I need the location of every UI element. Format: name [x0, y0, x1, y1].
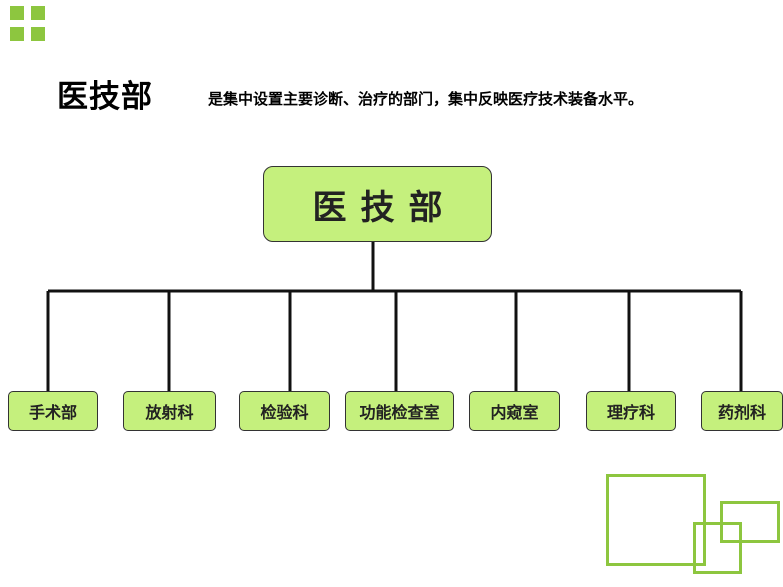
child-node-label: 理疗科 [606, 403, 655, 422]
child-node-label: 手术部 [28, 403, 77, 422]
child-node-3: 检验科 [239, 391, 330, 431]
child-node-6: 理疗科 [586, 391, 676, 431]
child-node-label: 放射科 [145, 403, 194, 422]
child-node-2: 放射科 [123, 391, 216, 431]
child-node-label: 药剂科 [717, 403, 766, 422]
root-node: 医技部 [263, 166, 492, 242]
page-title: 医技部 [57, 79, 153, 115]
decorative-square-overlap [693, 522, 742, 574]
logo-square-bottom-right [31, 27, 45, 41]
root-node-label: 医技部 [312, 187, 457, 228]
page-subtitle: 是集中设置主要诊断、治疗的部门，集中反映医疗技术装备水平。 [208, 90, 644, 108]
child-node-7: 药剂科 [701, 391, 783, 431]
logo-square-top-right [31, 6, 45, 20]
logo-square-top-left [10, 6, 24, 20]
logo-square-bottom-left [10, 27, 24, 41]
decorative-square-large [606, 474, 706, 566]
child-node-label: 内窥室 [490, 403, 539, 422]
child-node-5: 内窥室 [469, 391, 560, 431]
child-node-label: 检验科 [260, 403, 309, 422]
child-node-4: 功能检查室 [345, 391, 454, 431]
child-node-1: 手术部 [8, 391, 98, 431]
child-node-label: 功能检查室 [359, 403, 440, 422]
